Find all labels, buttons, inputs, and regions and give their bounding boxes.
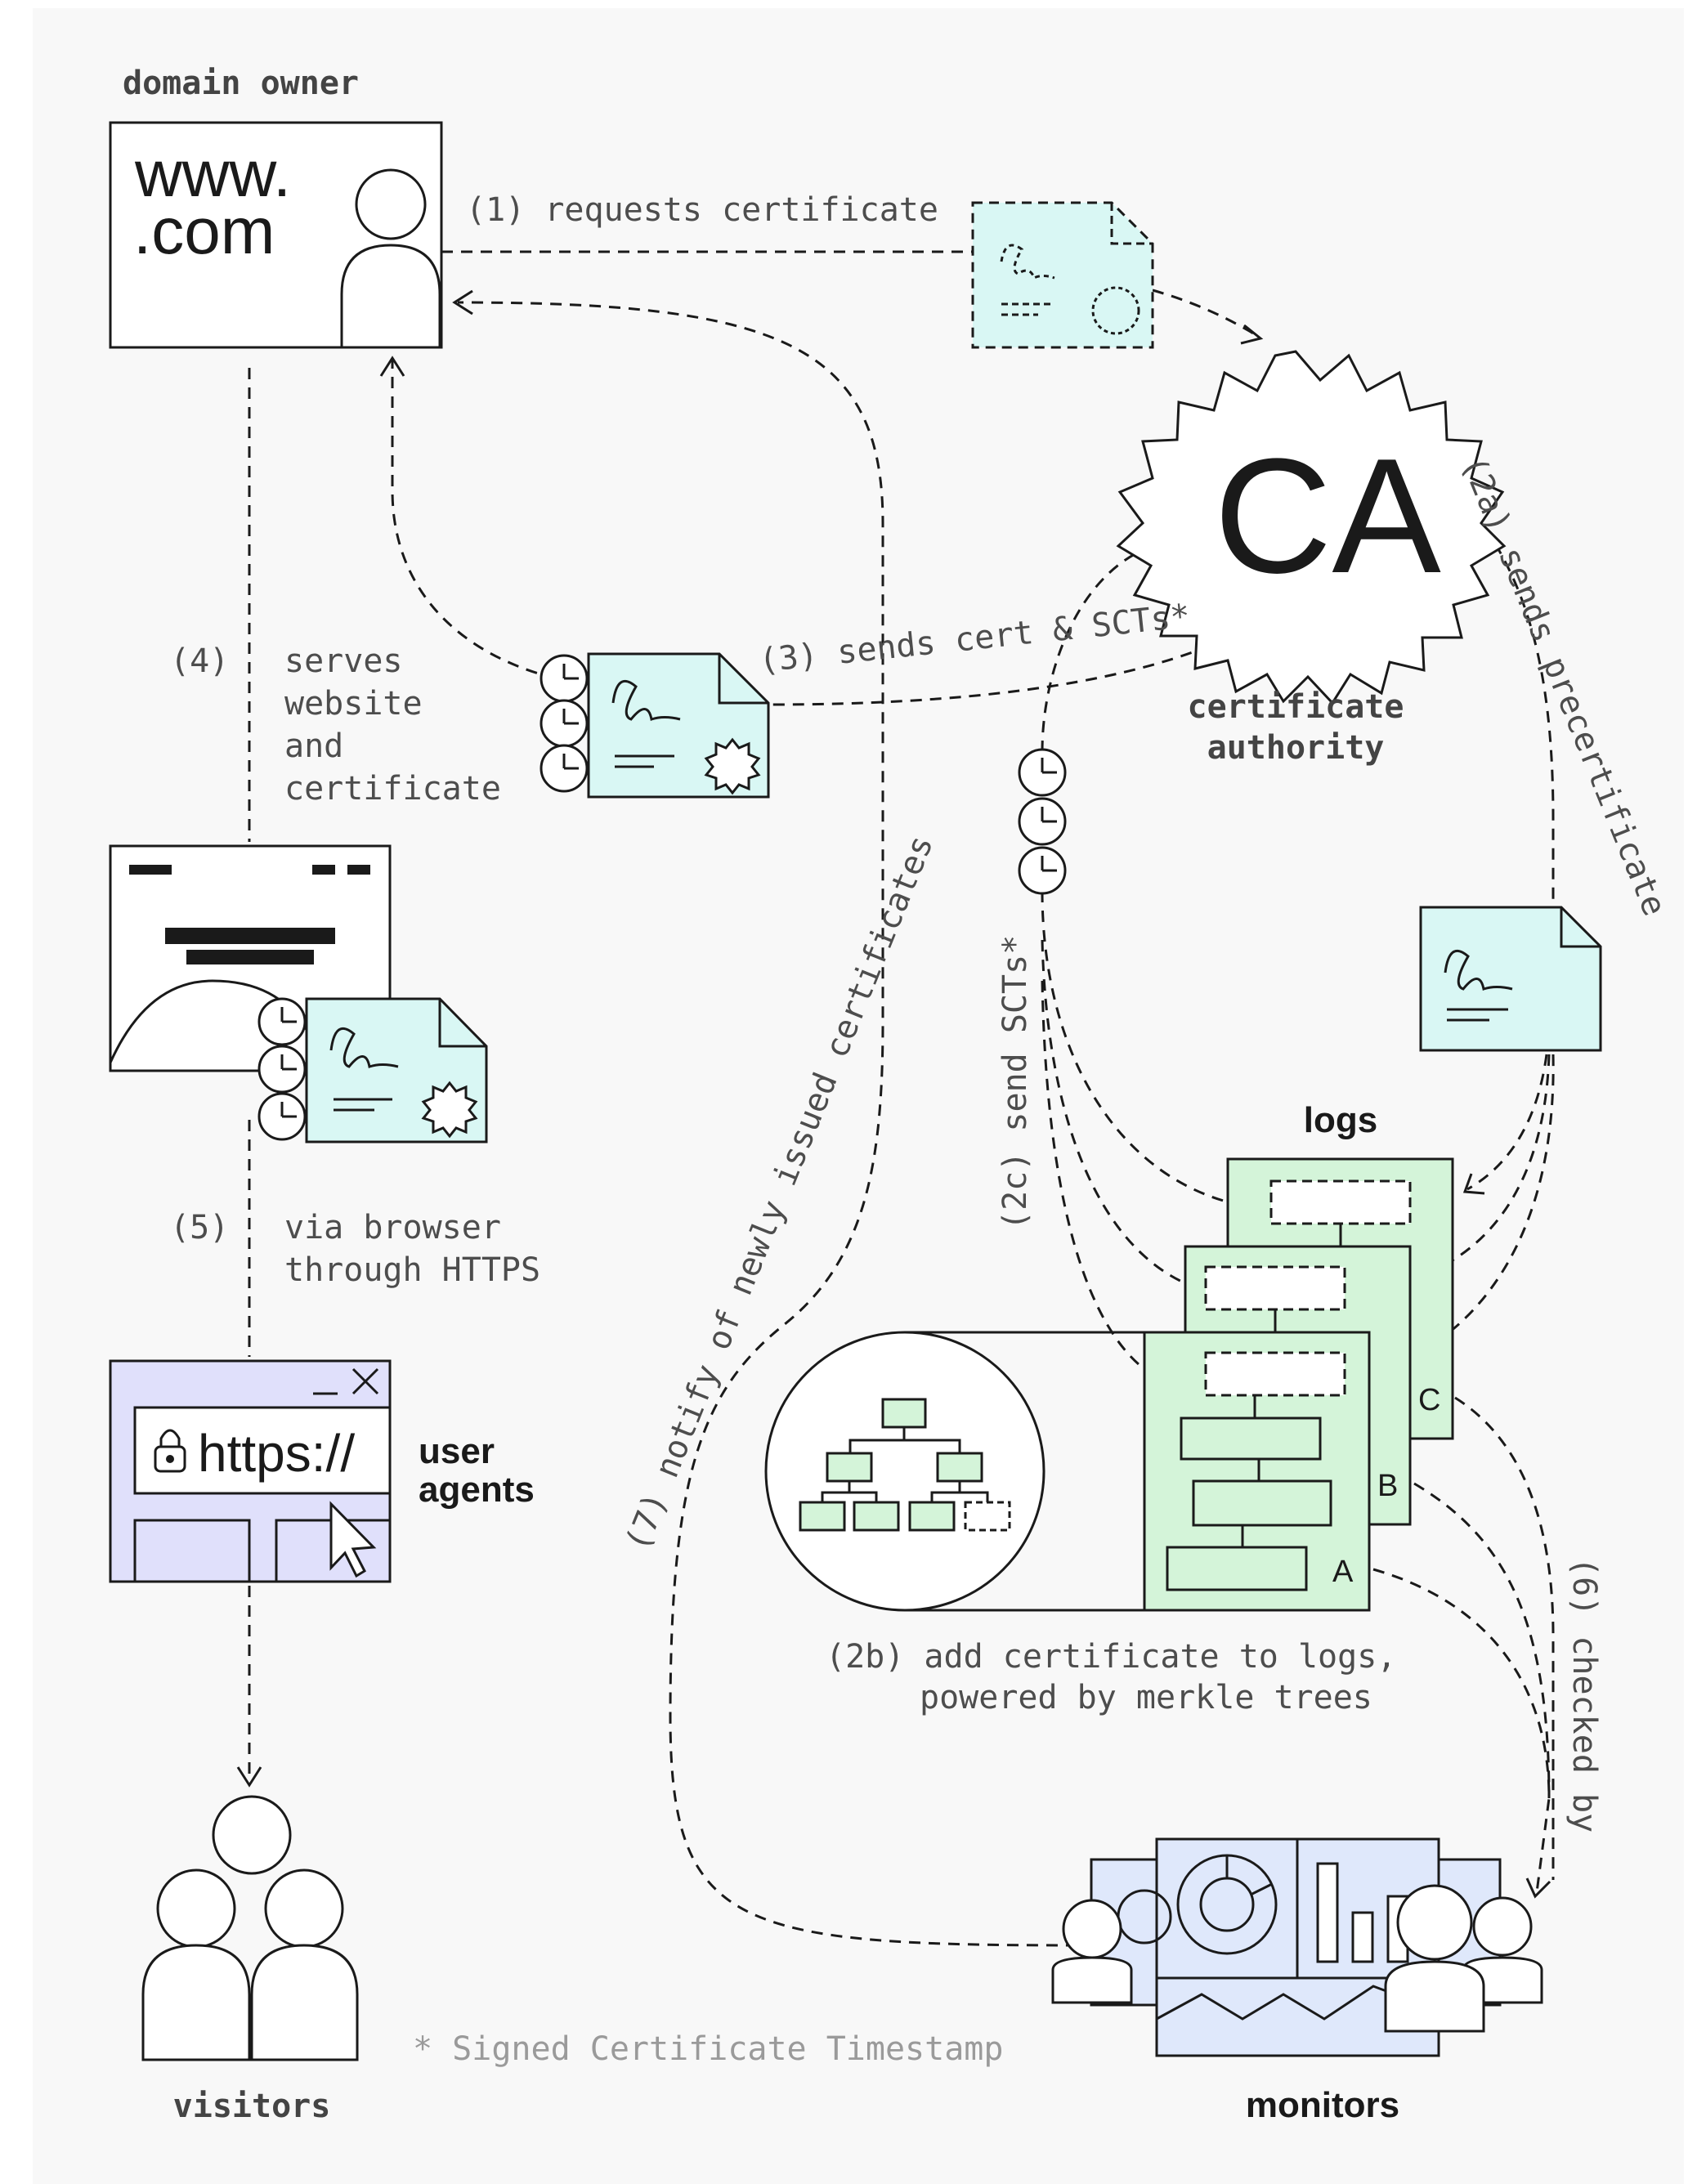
arrow-log-a-monitors xyxy=(1372,1568,1551,1893)
step-4-line-2: website xyxy=(284,685,423,723)
precertificate-icon xyxy=(1419,906,1602,1052)
log-b-letter: B xyxy=(1377,1469,1398,1503)
monitors-label: monitors xyxy=(1246,2085,1399,2125)
com-text: .com xyxy=(133,195,275,267)
step-5-number: (5) xyxy=(170,1209,229,1246)
step-4-line-1: serves xyxy=(284,642,403,680)
certificate-with-scts-icon xyxy=(540,652,770,799)
certificate-authority-label-2: authority xyxy=(1207,729,1385,767)
owner-person-icon xyxy=(340,168,441,349)
log-c-letter: C xyxy=(1418,1383,1440,1417)
arrowhead-notify-owner xyxy=(452,289,473,316)
log-a xyxy=(1143,1331,1371,1612)
step-4-line-3: and xyxy=(284,727,343,765)
ca-seal-icon xyxy=(1116,350,1507,705)
arrowhead-visitors xyxy=(236,1766,262,1788)
visitors-label: visitors xyxy=(173,2088,331,2125)
user-agents-label-1: user xyxy=(419,1431,495,1471)
visitors-icon xyxy=(141,1795,359,2061)
website-certificate-icon xyxy=(257,997,488,1143)
arrow-log-c-monitors xyxy=(1454,1396,1555,1880)
certificate-request-icon xyxy=(971,201,1154,349)
arrow-precert-log-c xyxy=(1466,1054,1548,1191)
user-agents-label-2: agents xyxy=(419,1470,535,1510)
step-1-label: (1) requests certificate xyxy=(466,191,938,229)
cursor-icon xyxy=(329,1501,377,1578)
monitors-icon xyxy=(1051,1837,1543,2057)
arrowhead-cert-to-ca xyxy=(1240,324,1264,345)
arrow-log-a-sct xyxy=(1041,980,1145,1371)
scts-clock-icons xyxy=(1018,748,1067,895)
certificate-authority-label-1: certificate xyxy=(1188,688,1404,726)
www-text: www. xyxy=(134,137,291,210)
merkle-tree-zoom xyxy=(764,1331,1144,1612)
lock-icon xyxy=(154,1429,186,1473)
arrow-scts-to-ca xyxy=(1041,544,1153,753)
domain-owner-label: domain owner xyxy=(123,65,359,102)
step-6-label: (6) checked by xyxy=(1565,1557,1603,1833)
arrowhead-monitors xyxy=(1525,1877,1551,1899)
arrow-notify-owner xyxy=(457,301,1078,1947)
step-2c-label: (2c) send SCTs* xyxy=(996,935,1034,1230)
arrow-log-b-sct xyxy=(1041,939,1186,1285)
arrow-cert-to-owner xyxy=(391,360,557,680)
step-4-line-4: certificate xyxy=(284,770,501,808)
logs-label: logs xyxy=(1304,1100,1377,1140)
arrow-ca-sends-cert xyxy=(768,644,1211,706)
arrow-log-b-monitors xyxy=(1413,1482,1551,1799)
arrow-log-c-sct xyxy=(1041,890,1227,1203)
step-5-line-1: via browser xyxy=(284,1209,501,1246)
log-a-letter: A xyxy=(1332,1555,1354,1589)
arrowhead-cert-to-owner xyxy=(379,356,405,377)
step-2b-label-2: powered by merkle trees xyxy=(920,1679,1372,1716)
step-4-number: (4) xyxy=(170,642,229,680)
arrowhead-log-c xyxy=(1462,1173,1485,1195)
https-text: https:// xyxy=(198,1424,355,1483)
arrow-cert-to-ca xyxy=(1152,289,1260,338)
ca-text: CA xyxy=(1214,425,1441,607)
step-2b-label-1: (2b) add certificate to logs, xyxy=(826,1638,1396,1676)
footnote-text: * Signed Certificate Timestamp xyxy=(413,2030,1003,2068)
step-5-line-2: through HTTPS xyxy=(284,1251,540,1289)
